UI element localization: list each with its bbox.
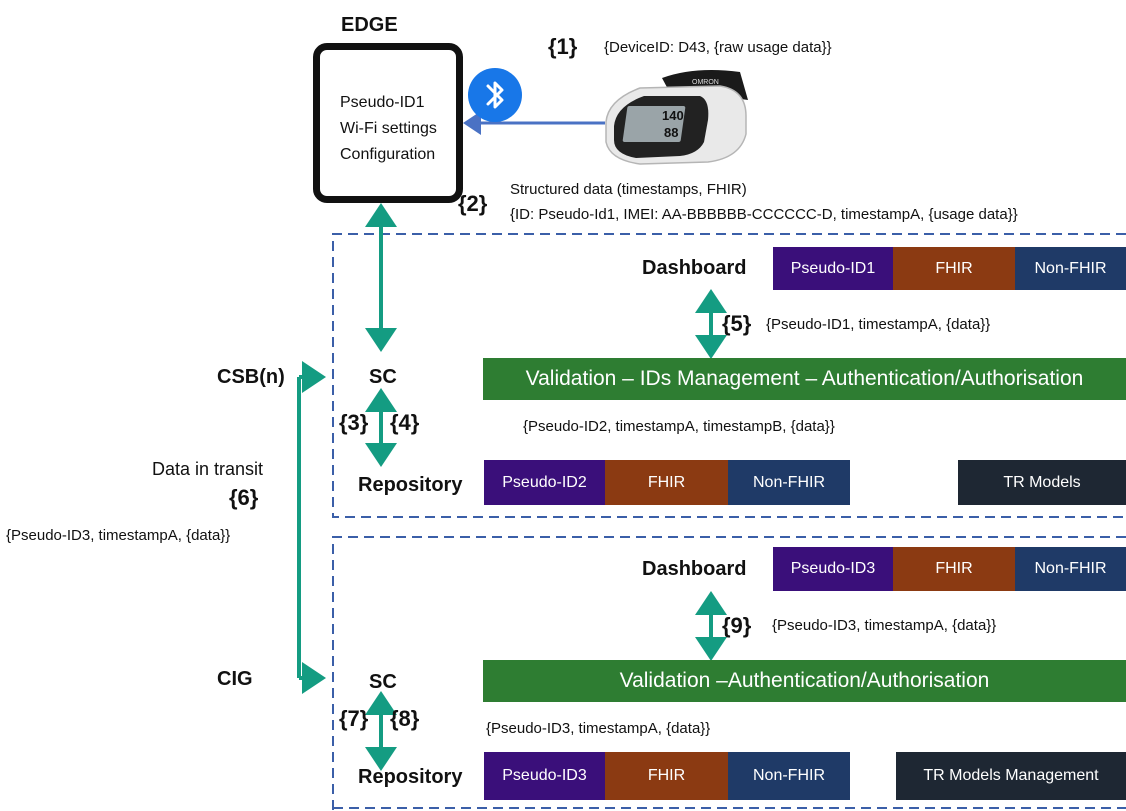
csb-repository-non-fhir: Non-FHIR — [728, 460, 850, 505]
step-2-description: Structured data (timestamps, FHIR) — [510, 181, 747, 198]
step-9-label: {9} — [722, 613, 752, 638]
edge-title: EDGE — [341, 14, 398, 36]
csb-tr-models: TR Models — [958, 460, 1126, 505]
step-3-4-payload: {Pseudo-ID2, timestampA, timestampB, {da… — [523, 418, 835, 435]
csb-repository-label: Repository — [358, 474, 463, 496]
monitor-screen-systolic: 140 — [662, 108, 684, 123]
csb-sc-label: SC — [369, 366, 397, 388]
phone-line-config: Configuration — [340, 146, 436, 163]
step-2-payload: {ID: Pseudo-Id1, IMEI: AA-BBBBBB-CCCCCC-… — [510, 206, 1018, 223]
edge-phone-device: Pseudo-ID1 Wi-Fi settings Configuration — [313, 43, 463, 203]
cig-tr-models-management: TR Models Management — [896, 752, 1126, 800]
cig-sc-label: SC — [369, 671, 397, 693]
monitor-screen — [622, 106, 686, 142]
csb-repository-fhir: FHIR — [605, 460, 728, 505]
cig-repository-pseudo-id: Pseudo-ID3 — [484, 752, 605, 800]
monitor-screen-diastolic: 88 — [664, 125, 678, 140]
cig-repository-fhir: FHIR — [605, 752, 728, 800]
step-6-payload: {Pseudo-ID3, timestampA, {data}} — [6, 527, 231, 544]
csb-validation-bar: Validation – IDs Management – Authentica… — [483, 358, 1126, 400]
csb-dashboard-non-fhir: Non-FHIR — [1015, 247, 1126, 290]
step-5-payload: {Pseudo-ID1, timestampA, {data}} — [766, 316, 991, 333]
csb-dashboard-label: Dashboard — [642, 257, 747, 279]
csb-label: CSB(n) — [217, 366, 285, 388]
cig-label: CIG — [217, 668, 253, 690]
step-8-label: {8} — [390, 706, 420, 731]
step-9-payload: {Pseudo-ID3, timestampA, {data}} — [772, 617, 997, 634]
cig-dashboard-pseudo-id: Pseudo-ID3 — [773, 547, 893, 591]
step-2-label: {2} — [458, 191, 488, 216]
step-6-label: {6} — [229, 485, 259, 510]
bluetooth-icon — [468, 68, 522, 122]
device-payload: {DeviceID: D43, {raw usage data}} — [604, 39, 832, 56]
monitor-brand-logo: OMRON — [692, 79, 719, 86]
cig-dashboard-non-fhir: Non-FHIR — [1015, 547, 1126, 591]
csb-region-border — [332, 233, 1126, 518]
cig-repository-label: Repository — [358, 766, 463, 788]
step-3-label: {3} — [339, 410, 369, 435]
cig-repository-non-fhir: Non-FHIR — [728, 752, 850, 800]
phone-screen-text: Pseudo-ID1 Wi-Fi settings Configuration — [340, 90, 437, 168]
step-4-label: {4} — [390, 410, 420, 435]
step-1-label: {1} — [548, 34, 578, 59]
blood-pressure-monitor-image: 140 88 OMRON — [605, 70, 748, 165]
cig-region-border — [332, 536, 1126, 811]
cig-dashboard-label: Dashboard — [642, 558, 747, 580]
phone-line-pseudo-id: Pseudo-ID1 — [340, 94, 425, 111]
csb-repository-pseudo-id: Pseudo-ID2 — [484, 460, 605, 505]
phone-line-wifi: Wi-Fi settings — [340, 120, 437, 137]
cig-dashboard-fhir: FHIR — [893, 547, 1015, 591]
csb-dashboard-fhir: FHIR — [893, 247, 1015, 290]
step-7-label: {7} — [339, 706, 369, 731]
step-5-label: {5} — [722, 311, 752, 336]
cig-validation-bar: Validation –Authentication/Authorisation — [483, 660, 1126, 702]
csb-dashboard-pseudo-id: Pseudo-ID1 — [773, 247, 893, 290]
step-7-8-payload: {Pseudo-ID3, timestampA, {data}} — [486, 720, 711, 737]
transit-label: Data in transit — [152, 459, 264, 479]
